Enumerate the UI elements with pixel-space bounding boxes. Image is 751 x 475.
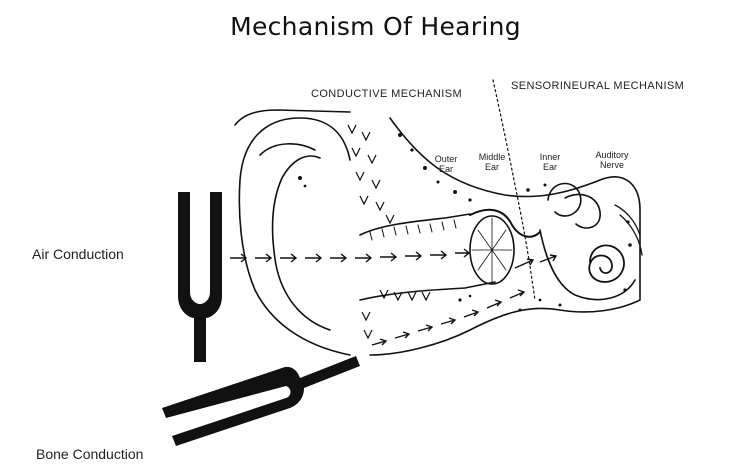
canal-upper-fringe [369, 219, 457, 241]
sound-marks [347, 124, 431, 340]
canal-lower-wall [359, 281, 496, 301]
ossicles [469, 208, 541, 238]
eardrum [469, 215, 515, 285]
part-label-line: Nerve [599, 160, 624, 170]
air-conduction-arrows [230, 248, 558, 269]
eardrum-rays [471, 217, 513, 283]
part-label-outer-ear: Outer Ear [422, 154, 470, 174]
semicircular-canals [547, 182, 601, 229]
cochlea [588, 244, 625, 283]
mechanism-divider [492, 79, 536, 301]
tuning-fork-bone [162, 356, 360, 446]
skin-top [234, 109, 351, 126]
part-label-line: Ear [438, 164, 453, 174]
bone-texture [298, 133, 632, 312]
bone-region [369, 117, 641, 356]
pinna-helix [259, 143, 316, 156]
inner-ear-chamber [539, 229, 636, 301]
pinna-inner [271, 155, 331, 331]
conductive-mechanism-label: CONDUCTIVE MECHANISM [311, 88, 463, 100]
tuning-fork-air [178, 192, 222, 362]
pinna-outline [238, 117, 351, 356]
part-label-line: Ear [484, 162, 499, 172]
part-label-line: Inner [539, 152, 561, 162]
part-label-line: Auditory [595, 150, 629, 160]
air-conduction-label: Air Conduction [32, 246, 124, 262]
part-label-auditory-nerve: Auditory Nerve [588, 150, 636, 170]
bone-conduction-label: Bone Conduction [36, 446, 144, 462]
part-label-line: Middle [478, 152, 506, 162]
page-title: Mechanism Of Hearing [230, 12, 521, 41]
bone-conduction-arrows [371, 289, 526, 346]
canal-upper-wall [359, 213, 471, 236]
part-label-middle-ear: Middle Ear [468, 152, 516, 172]
part-label-line: Outer [434, 154, 458, 164]
sensorineural-mechanism-label: SENSORINEURAL MECHANISM [511, 80, 685, 92]
auditory-nerve [614, 204, 643, 256]
part-label-inner-ear: Inner Ear [526, 152, 574, 172]
part-label-line: Ear [542, 162, 557, 172]
